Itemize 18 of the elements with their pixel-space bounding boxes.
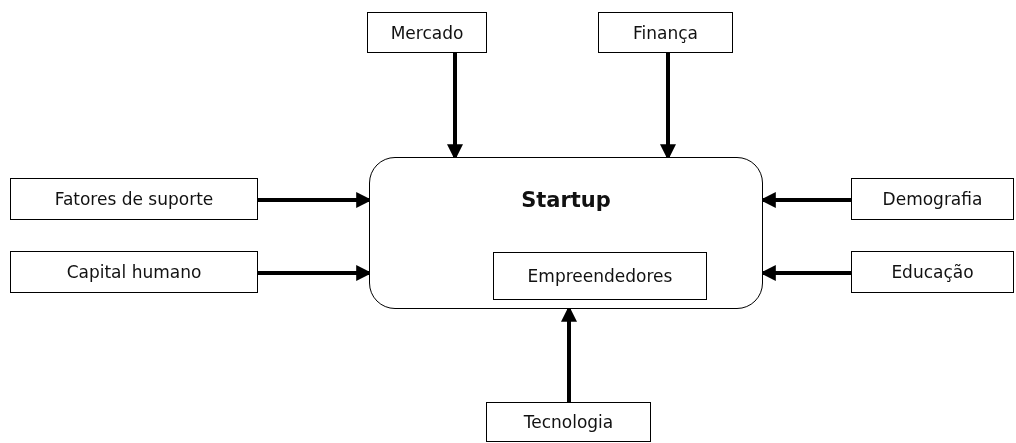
node-label: Educação (891, 262, 974, 282)
factor-box (493, 252, 707, 300)
factor-box (851, 251, 1014, 293)
node-label: Fatores de suporte (54, 189, 214, 209)
node-label: Capital humano (66, 262, 202, 282)
factor-box (851, 178, 1014, 220)
factor-box (598, 12, 733, 53)
node-label: Startup (521, 188, 611, 212)
node-label: Demografia (882, 189, 983, 209)
startup-container (369, 157, 763, 309)
node-label: Finança (633, 22, 698, 43)
factor-box (10, 178, 258, 220)
factor-box (10, 251, 258, 293)
node-label: Mercado (390, 22, 464, 43)
node-label: Tecnologia (523, 412, 614, 432)
factor-box (367, 12, 487, 53)
factor-box (486, 402, 651, 442)
node-label: Empreendedores (527, 266, 673, 286)
